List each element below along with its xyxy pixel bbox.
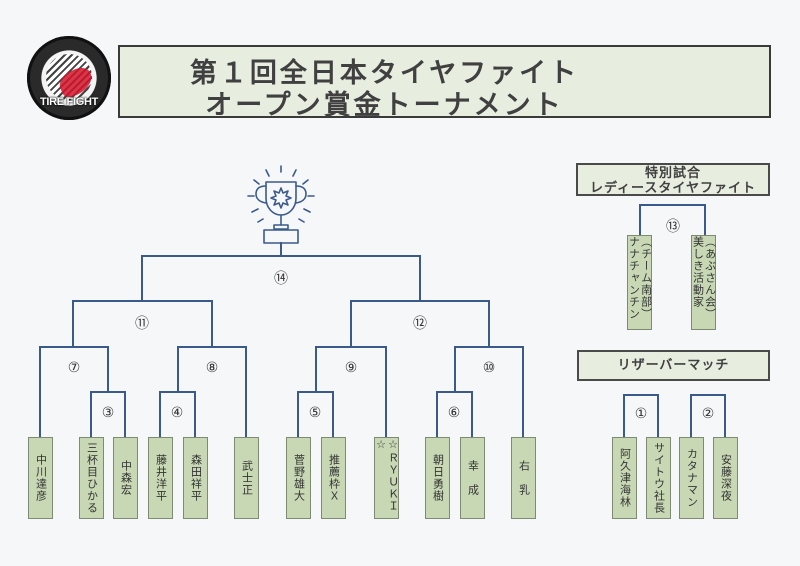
- entrant-box: 菅野雄大: [286, 437, 311, 519]
- entrant-box: 森田祥平: [183, 437, 208, 519]
- entrant-box: 武士正: [234, 437, 259, 519]
- entrant-name: ☆ＲＹＵＫＩ☆: [374, 438, 400, 512]
- entrant-box: （あぶさん会）美しき活動家: [691, 235, 717, 330]
- entrant-name: サイトウ社長: [652, 442, 666, 514]
- entrant-name: 中川達彦: [34, 454, 48, 502]
- match-number-3: ③: [101, 405, 115, 421]
- match-number-5: ⑤: [308, 405, 322, 421]
- entrant-box: 阿久津海林: [612, 437, 637, 519]
- entrant-box: 藤井洋平: [148, 437, 173, 519]
- entrant-name: 安藤深夜: [719, 454, 733, 502]
- entrant-name: カタナマン: [685, 448, 699, 508]
- match-number-9: ⑨: [344, 360, 358, 376]
- entrant-box: 朝日勇樹: [425, 437, 450, 519]
- entrant-name: 三杯目ひかる: [85, 442, 99, 514]
- entrant-name: 推薦枠Ｘ: [327, 454, 341, 502]
- bracket-line-m6: [436, 391, 473, 437]
- match-number-13: ⑬: [666, 219, 680, 235]
- match-number-12: ⑫: [413, 316, 427, 332]
- entrant-box: 三杯目ひかる: [79, 437, 104, 519]
- special-match-title: 特別試合: [644, 166, 701, 181]
- entrant-name: 菅野雄大: [292, 454, 306, 502]
- entrant-name: 右 乳: [517, 460, 531, 496]
- bracket-line-m8: [177, 346, 247, 437]
- bracket-line-m7: [39, 346, 109, 437]
- bracket-line-m11: [72, 300, 213, 347]
- match-number-4: ④: [170, 405, 184, 421]
- entrant-box: ☆ＲＹＵＫＩ☆: [374, 437, 400, 519]
- match-number-6: ⑥: [447, 405, 461, 421]
- special-match-subtitle: レディースタイヤファイト: [589, 181, 757, 196]
- match-number-8: ⑧: [205, 360, 219, 376]
- match-number-7: ⑦: [67, 360, 81, 376]
- entrant-name: 阿久津海林: [618, 448, 632, 508]
- match-number-14: ⑭: [274, 271, 288, 287]
- title-line-1: 第１回全日本タイヤファイト: [189, 58, 580, 89]
- title-line-2: オープン賞金トーナメント: [205, 90, 564, 121]
- entrant-name: 幸 成: [466, 460, 480, 496]
- entrant-box: 幸 成: [460, 437, 485, 519]
- bracket-line-m9: [315, 346, 387, 437]
- bracket-line-m10: [454, 346, 524, 437]
- entrant-name: 中森宏: [119, 460, 133, 496]
- entrant-box: 中川達彦: [28, 437, 53, 519]
- entrant-box: カタナマン: [679, 437, 704, 519]
- tire-fight-logo: TIRE FIGHT: [27, 36, 111, 120]
- entrant-name: 朝日勇樹: [431, 454, 445, 502]
- entrant-name: 森田祥平: [189, 454, 203, 502]
- special-match-heading: 特別試合 レディースタイヤファイト: [576, 163, 770, 196]
- match-number-2: ②: [701, 406, 715, 422]
- entrant-name: 武士正: [240, 460, 254, 496]
- match-number-1: ①: [634, 406, 648, 422]
- bracket-line-m13: [639, 204, 706, 235]
- entrant-name: （チーム南部）ナナチャンチン: [627, 236, 653, 320]
- bracket-line-m2: [690, 394, 726, 437]
- logo-text: TIRE FIGHT: [39, 96, 99, 108]
- reserve-match-heading: リザーバーマッチ: [577, 350, 770, 381]
- reserve-match-title: リザーバーマッチ: [617, 358, 730, 373]
- entrant-name: 藤井洋平: [154, 454, 168, 502]
- bracket-line-m4: [159, 391, 196, 437]
- bracket-line-m5: [297, 391, 334, 437]
- entrant-box: （チーム南部）ナナチャンチン: [627, 235, 653, 330]
- entrant-box: 安藤深夜: [713, 437, 738, 519]
- match-number-10: ⑩: [482, 360, 496, 376]
- trophy-icon: [247, 165, 315, 244]
- entrant-box: 中森宏: [113, 437, 138, 519]
- entrant-box: 推薦枠Ｘ: [321, 437, 346, 519]
- match-number-11: ⑪: [135, 316, 149, 332]
- bracket-line-m3: [90, 391, 126, 437]
- bracket-line-m12: [350, 300, 490, 347]
- entrant-box: 右 乳: [511, 437, 536, 519]
- tournament-title: 第１回全日本タイヤファイト オープン賞金トーナメント: [118, 45, 771, 121]
- entrant-name: （あぶさん会）美しき活動家: [691, 236, 717, 320]
- bracket-line-m1: [623, 394, 659, 437]
- entrant-box: サイトウ社長: [646, 437, 671, 519]
